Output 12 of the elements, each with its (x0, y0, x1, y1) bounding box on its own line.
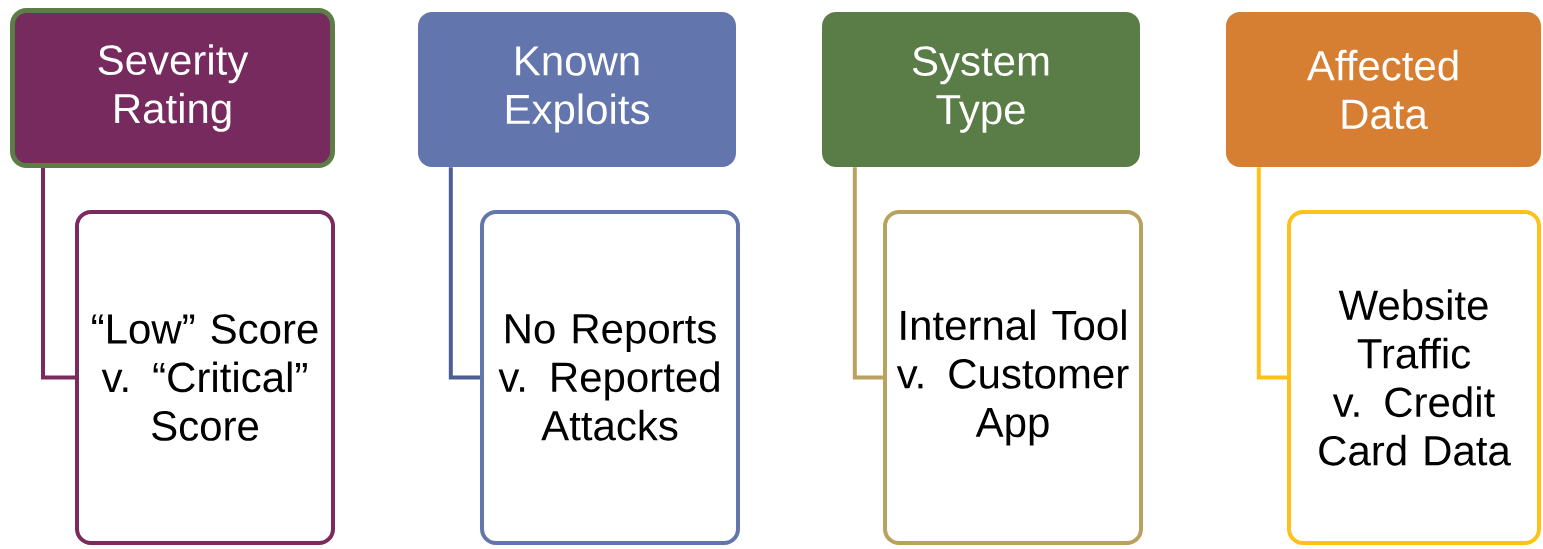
detail-box: Internal Tool v. Customer App (883, 210, 1143, 545)
category-box: Severity Rating (10, 8, 335, 168)
connector-line (852, 167, 883, 380)
connector-line (448, 167, 480, 380)
connector-line (41, 168, 75, 380)
detail-box: “Low” Score v. “Critical” Score (75, 210, 335, 545)
category-box: Known Exploits (418, 12, 736, 167)
detail-box: No Reports v. Reported Attacks (480, 210, 740, 545)
category-box: System Type (822, 12, 1140, 167)
connector-line (1256, 167, 1287, 380)
detail-box: Website Traffic v. Credit Card Data (1287, 210, 1541, 545)
category-box: Affected Data (1226, 12, 1541, 167)
